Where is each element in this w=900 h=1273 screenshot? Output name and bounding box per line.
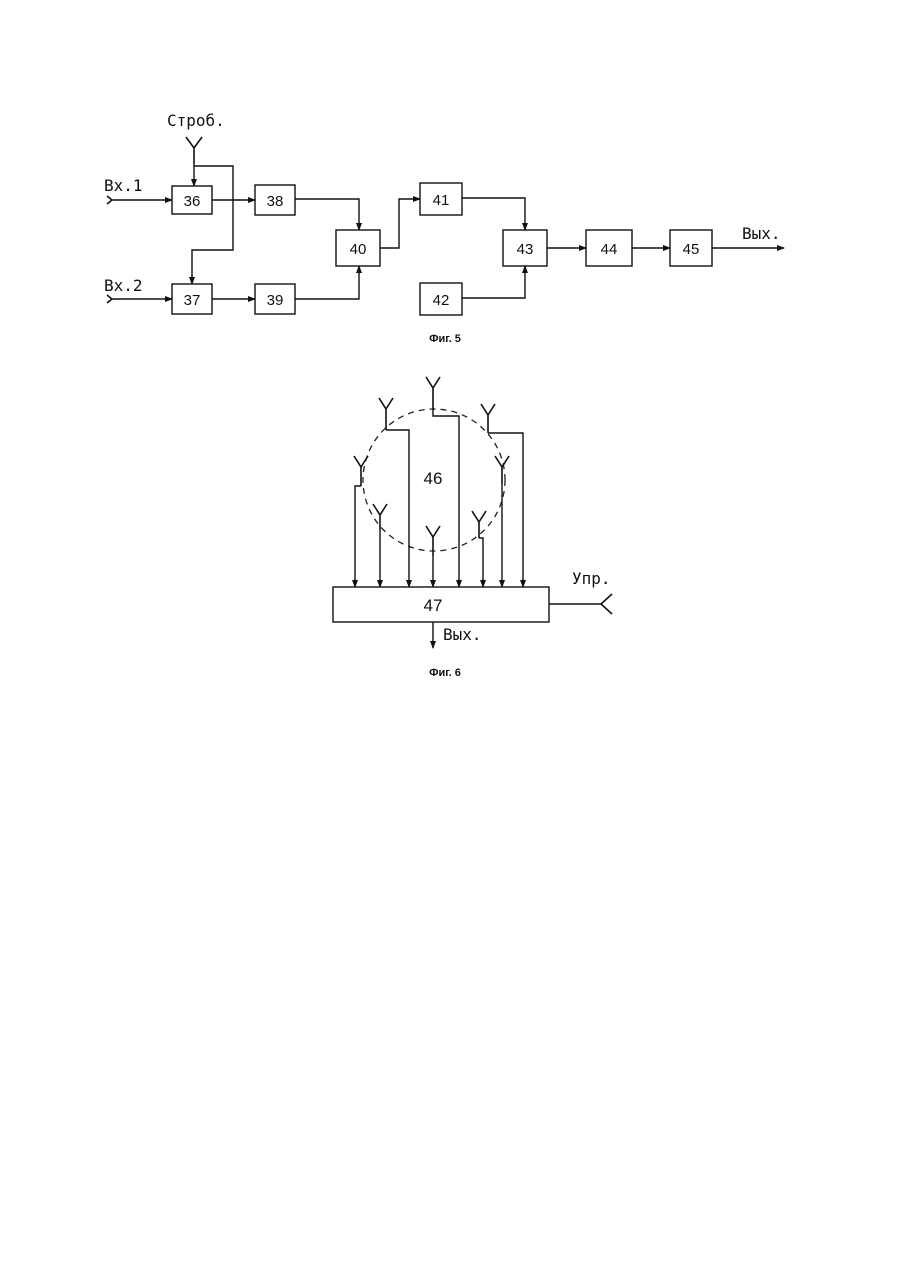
block-38-label: 38 <box>267 193 284 210</box>
block-42-label: 42 <box>433 292 450 309</box>
block-36-label: 36 <box>184 193 201 210</box>
figure-5: Строб. Вх.1 Вх.2 36 37 38 39 40 <box>104 111 784 345</box>
antenna-7 <box>495 456 509 587</box>
input-1-label: Вх.1 <box>104 176 143 195</box>
antenna-5-icon <box>426 526 440 556</box>
block-44-label: 44 <box>601 241 618 258</box>
fig6-output-label: Вых. <box>443 625 482 644</box>
link-42-43 <box>462 266 525 298</box>
antenna-3-icon <box>379 398 393 430</box>
block-37-label: 37 <box>184 292 201 309</box>
figure-6: 46 <box>333 377 612 679</box>
block-42: 42 <box>420 283 462 315</box>
block-47: 47 <box>333 587 549 622</box>
block-40-label: 40 <box>350 241 367 258</box>
link-41-43 <box>462 198 525 230</box>
control-terminal-icon <box>601 594 612 614</box>
figure-5-caption: Фиг. 5 <box>429 333 461 345</box>
antenna-1-icon <box>354 456 368 486</box>
block-36: 36 <box>172 186 212 214</box>
block-44: 44 <box>586 230 632 266</box>
antenna-array-label: 46 <box>424 469 443 488</box>
antenna-2 <box>373 504 387 587</box>
figure-6-caption: Фиг. 6 <box>429 667 461 679</box>
strobe-label: Строб. <box>167 111 225 130</box>
antenna-8-icon <box>472 511 486 538</box>
block-40: 40 <box>336 230 380 266</box>
antenna-5 <box>426 526 440 587</box>
antenna-1 <box>354 456 368 587</box>
link-38-40 <box>295 199 359 230</box>
output-label: Вых. <box>742 224 781 243</box>
antenna-3 <box>379 398 409 587</box>
block-41-label: 41 <box>433 192 450 209</box>
block-45: 45 <box>670 230 712 266</box>
antenna-2-icon <box>373 504 387 530</box>
strobe-antenna-icon <box>186 137 202 164</box>
antenna-7-icon <box>495 456 509 484</box>
link-40-41 <box>380 199 420 248</box>
control-label: Упр. <box>572 569 611 588</box>
link-39-40 <box>295 266 359 299</box>
block-43-label: 43 <box>517 241 534 258</box>
block-37: 37 <box>172 284 212 314</box>
block-43: 43 <box>503 230 547 266</box>
antenna-4-icon <box>426 377 440 410</box>
input-2-label: Вх.2 <box>104 276 143 295</box>
block-38: 38 <box>255 185 295 215</box>
strobe-branch <box>192 166 233 284</box>
antenna-8 <box>472 511 486 587</box>
block-45-label: 45 <box>683 241 700 258</box>
input-2-terminal-icon <box>107 295 112 303</box>
block-47-label: 47 <box>424 596 443 615</box>
block-39: 39 <box>255 284 295 314</box>
block-39-label: 39 <box>267 292 284 309</box>
input-1-terminal-icon <box>107 196 112 204</box>
block-41: 41 <box>420 183 462 215</box>
